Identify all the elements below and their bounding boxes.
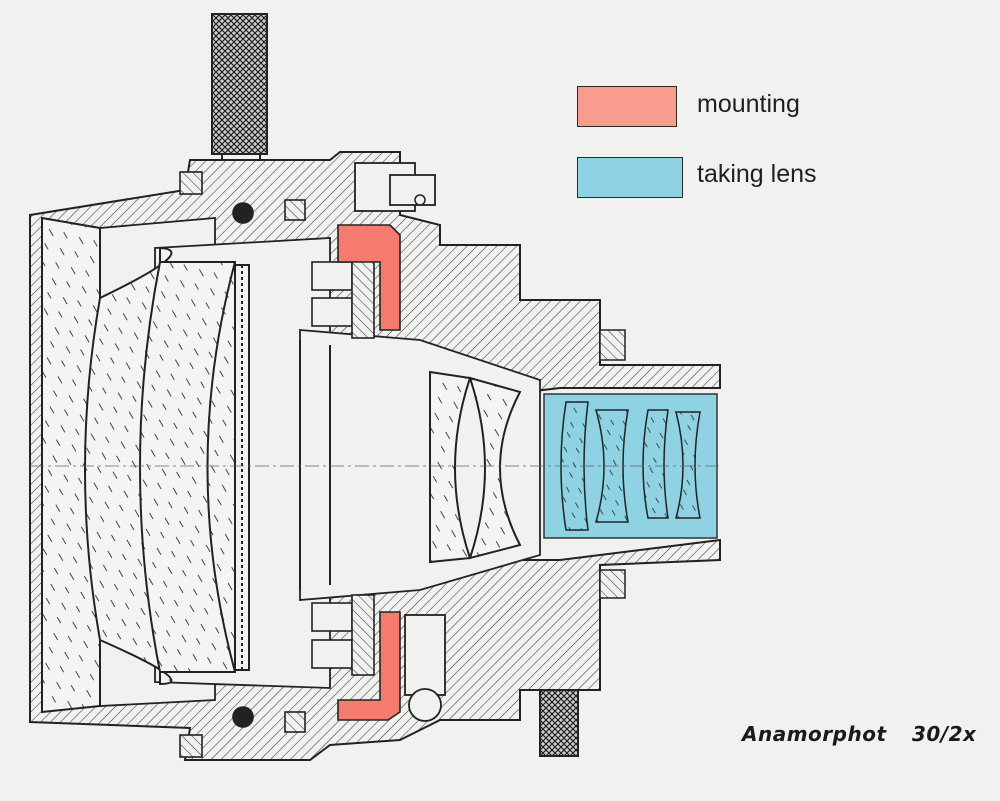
legend-swatch-taking-lens [577, 157, 683, 198]
mounting-part [337, 224, 401, 721]
legend-label-mounting: mounting [697, 90, 800, 118]
rear-glass-group [299, 340, 522, 590]
diagram-caption: Anamorphot 30/2x [742, 722, 977, 746]
legend-swatch-mounting [577, 86, 677, 127]
legend-label-taking-lens: taking lens [697, 160, 817, 188]
front-cylinder-lens [41, 216, 250, 714]
